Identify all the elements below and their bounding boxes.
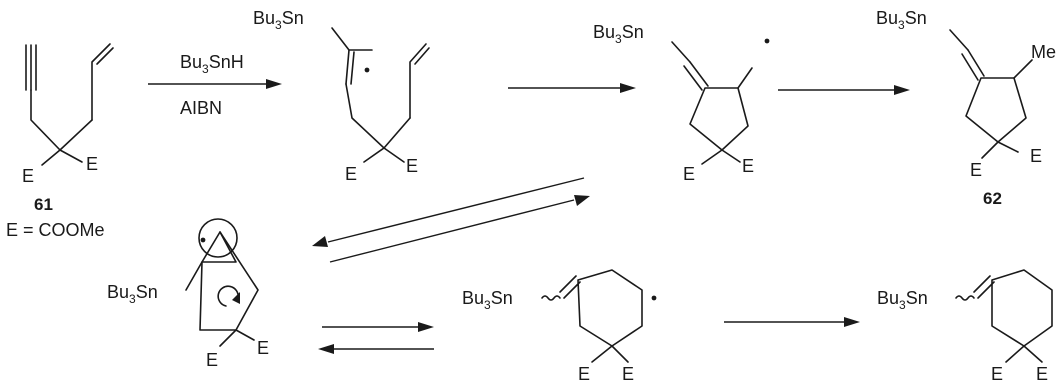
cyclopropane-ring bbox=[201, 231, 237, 263]
curved-arrow bbox=[217, 285, 239, 307]
exocyclic-double-2 bbox=[961, 53, 979, 81]
ester-label: E bbox=[970, 160, 982, 180]
alkene-chain bbox=[409, 43, 427, 119]
ester-label: E bbox=[742, 156, 754, 176]
arrow-line bbox=[327, 177, 585, 243]
radical-dot bbox=[651, 295, 657, 301]
sn-vinyl-bond bbox=[671, 41, 691, 63]
ester-label: E bbox=[991, 364, 1003, 384]
wavy-bond bbox=[955, 295, 975, 301]
cyclopentane-ring bbox=[199, 231, 259, 331]
compound-61-label: 61 bbox=[34, 195, 53, 214]
alkene-double bbox=[414, 47, 430, 65]
equilibrium-arrows-diagonal bbox=[312, 177, 590, 263]
tributylstannyl-group: Bu3Sn bbox=[876, 8, 927, 32]
ester-bond-left bbox=[701, 149, 723, 165]
exocyclic-double-1 bbox=[973, 275, 991, 293]
ester-bond-right bbox=[611, 345, 629, 363]
tributylstannyl-group: Bu3Sn bbox=[462, 288, 513, 312]
ester-bond-right bbox=[235, 329, 255, 341]
exocyclic-double-2 bbox=[683, 65, 703, 91]
arrow-head bbox=[318, 344, 334, 354]
bicyclic-radical-structure bbox=[185, 231, 259, 347]
cyclohexane-ring bbox=[991, 269, 1053, 347]
compound-61-structure bbox=[25, 43, 114, 166]
equilibrium-arrows-horizontal bbox=[318, 322, 434, 354]
ester-bond-left bbox=[219, 329, 237, 347]
cyclohexyl-radical-structure bbox=[541, 269, 643, 363]
ester-label: E bbox=[206, 350, 218, 370]
exocyclic-double-1 bbox=[689, 61, 709, 87]
vinyl-radical-structure bbox=[331, 27, 430, 163]
tributylstannyl-group: Bu3Sn bbox=[877, 288, 928, 312]
cyclohexane-ring bbox=[577, 269, 643, 347]
arrow-head bbox=[266, 79, 282, 89]
radical-dot bbox=[364, 67, 370, 73]
methyl-label: Me bbox=[1031, 42, 1056, 62]
ester-label: E bbox=[22, 166, 34, 186]
ester-bond-right bbox=[1023, 345, 1043, 363]
radical-dot bbox=[200, 237, 206, 243]
sn-carbon-bond bbox=[185, 261, 203, 291]
vinyl-double bbox=[350, 51, 355, 85]
ester-bond-left bbox=[591, 345, 613, 363]
arrow-head bbox=[844, 317, 860, 327]
sn-vinyl-bond bbox=[331, 27, 373, 51]
arrow-head bbox=[312, 236, 328, 247]
arrow-head bbox=[894, 85, 910, 95]
cyclopentane-ring bbox=[689, 87, 749, 151]
ester-label: E bbox=[578, 364, 590, 384]
tributylstannyl-group: Bu3Sn bbox=[107, 282, 158, 306]
exocyclic-double-2 bbox=[563, 281, 581, 299]
cyclopentane-ring bbox=[965, 77, 1027, 143]
cyclopentyl-radical-structure bbox=[671, 41, 753, 165]
ester-label: E bbox=[86, 154, 98, 174]
tributylstannyl-group: Bu3Sn bbox=[593, 22, 644, 46]
sn-vinyl-bond bbox=[949, 29, 969, 51]
ester-bond-left bbox=[41, 149, 61, 166]
cyclohexane-product-structure bbox=[955, 269, 1053, 363]
arrow-head bbox=[418, 322, 434, 332]
ester-label: E bbox=[622, 364, 634, 384]
ester-bond-left bbox=[981, 141, 999, 159]
alkene-chain bbox=[91, 43, 111, 121]
compound-62-label: 62 bbox=[983, 189, 1002, 208]
ester-definition: E = COOMe bbox=[6, 220, 105, 240]
reagent-tributyltin-hydride: Bu3SnH bbox=[180, 52, 244, 76]
ester-bond-right bbox=[59, 149, 83, 163]
reagent-aibn: AIBN bbox=[180, 98, 222, 118]
radical-orbital bbox=[198, 218, 238, 258]
methyl-bond bbox=[1013, 59, 1033, 79]
radical-bond bbox=[737, 67, 753, 89]
ester-bond-right bbox=[383, 147, 405, 163]
wavy-bond bbox=[541, 295, 561, 301]
radical-dot bbox=[764, 38, 770, 44]
arrow-line bbox=[329, 199, 575, 263]
vinyl-bond bbox=[345, 49, 350, 85]
ester-bond-left bbox=[1005, 345, 1025, 363]
ester-label: E bbox=[257, 338, 269, 358]
arrow-head bbox=[620, 83, 636, 93]
arrow-head bbox=[232, 292, 240, 304]
ester-bond-left bbox=[363, 147, 385, 163]
product-62-structure bbox=[949, 29, 1033, 159]
arrow-head bbox=[574, 195, 590, 206]
alkene-double bbox=[96, 47, 114, 65]
ester-label: E bbox=[406, 156, 418, 176]
exocyclic-double-1 bbox=[967, 49, 985, 77]
ester-label: E bbox=[1036, 364, 1048, 384]
ester-label: E bbox=[345, 164, 357, 184]
ester-bond-right bbox=[721, 149, 741, 163]
tributylstannyl-group: Bu3Sn bbox=[253, 8, 304, 32]
ester-label: E bbox=[683, 164, 695, 184]
ester-bond-right bbox=[997, 141, 1019, 153]
ester-label: E bbox=[1030, 146, 1042, 166]
chain-bond bbox=[30, 89, 93, 151]
exocyclic-double-1 bbox=[559, 275, 577, 293]
chain-bond bbox=[345, 83, 411, 149]
